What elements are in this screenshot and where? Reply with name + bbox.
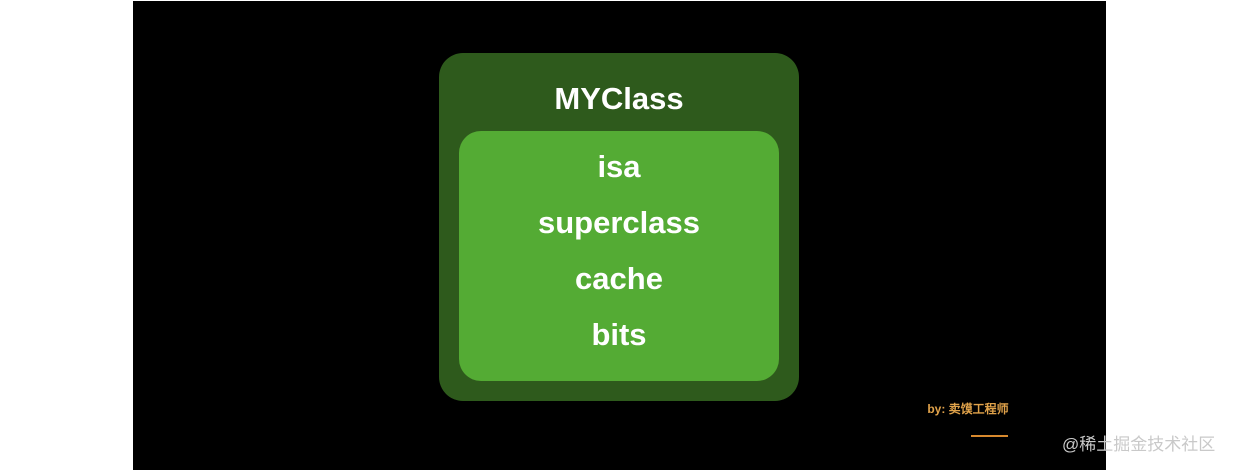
field-isa: isa bbox=[597, 149, 641, 184]
field-cache: cache bbox=[575, 261, 663, 296]
author-credit: by: 卖馍工程师 bbox=[927, 402, 1009, 416]
class-name: MYClass bbox=[554, 81, 684, 116]
class-card: MYClass isa superclass cache bits bbox=[439, 53, 799, 401]
field-panel: isa superclass cache bits bbox=[459, 131, 779, 381]
field-list: isa superclass cache bits bbox=[459, 149, 779, 373]
slide-canvas: MYClass isa superclass cache bits by: 卖馍… bbox=[133, 1, 1106, 470]
field-bits: bits bbox=[591, 317, 647, 352]
watermark-text: @稀土掘金技术社区 bbox=[1062, 435, 1216, 454]
field-superclass: superclass bbox=[538, 205, 700, 240]
credit-underline bbox=[971, 435, 1008, 437]
